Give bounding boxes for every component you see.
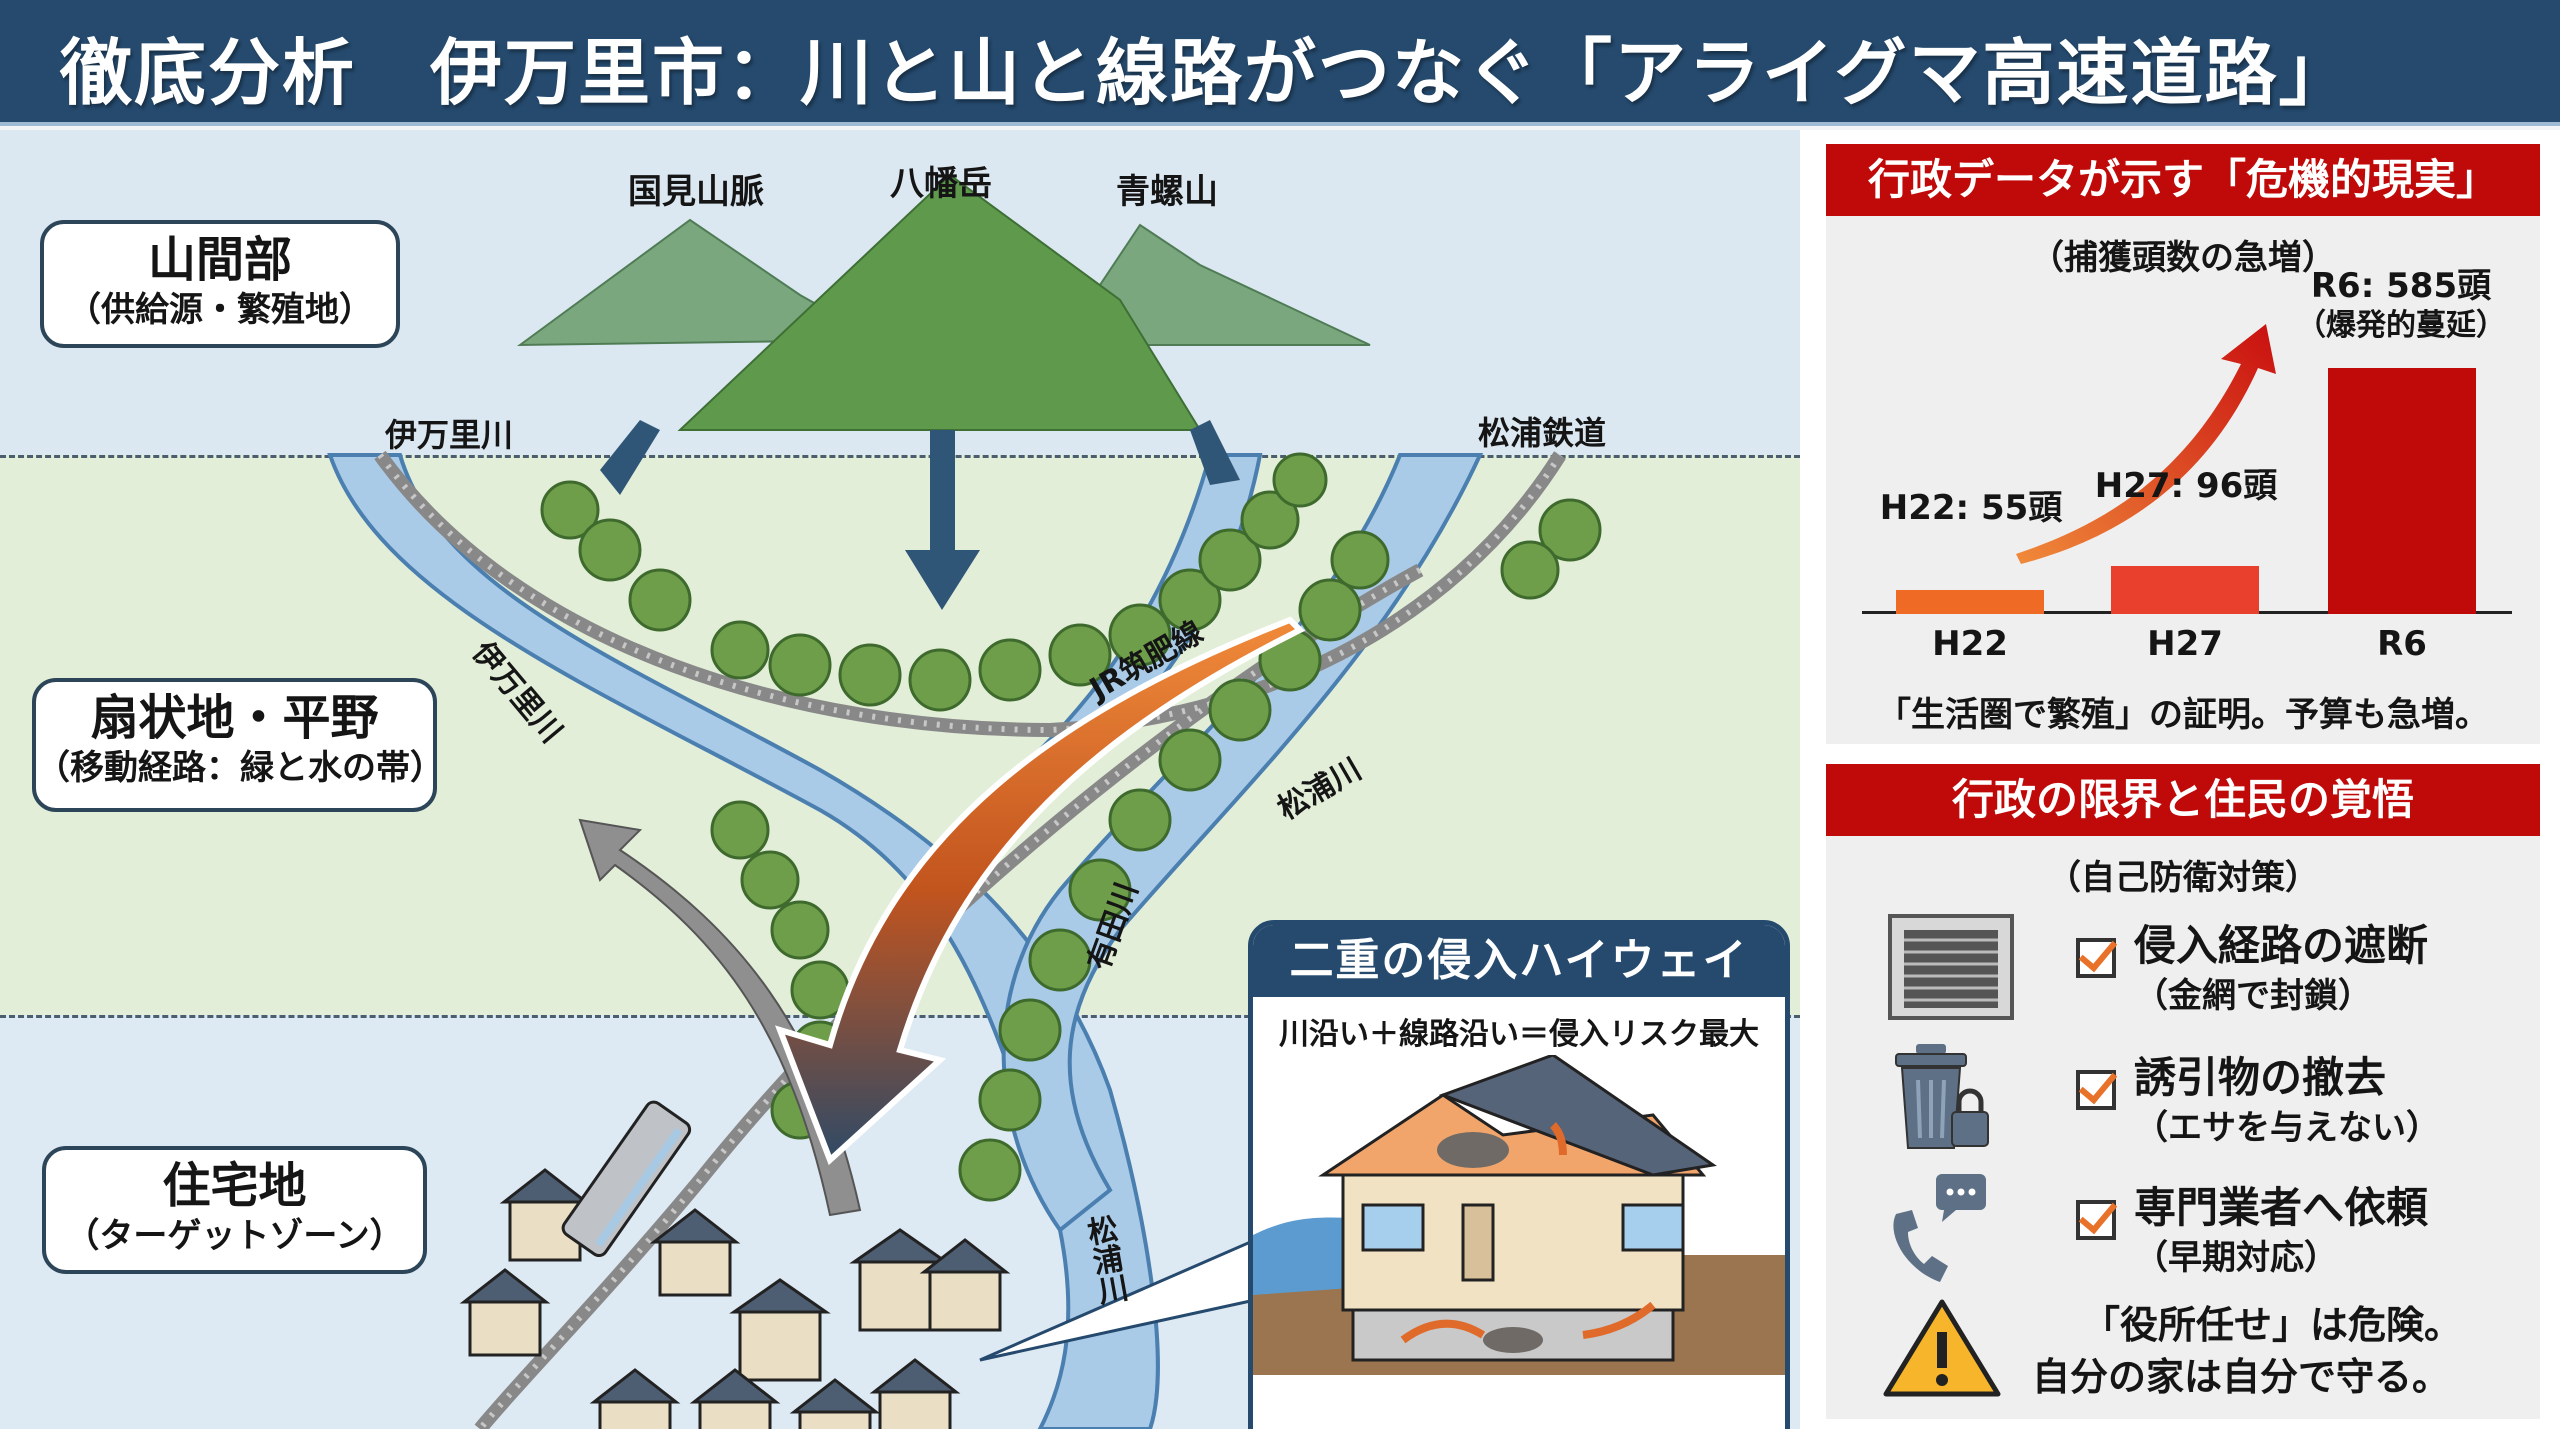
inset-subtitle: 川沿い＋線路沿い＝侵入リスク最大	[1279, 1017, 1759, 1052]
measure-note: （エサを与えない）	[2134, 1108, 2440, 1148]
x-tick-r6: R6	[2377, 624, 2427, 664]
zone-divider	[0, 455, 1800, 458]
measure-note: （金網で封鎖）	[2134, 976, 2372, 1016]
warning-line-1: 「役所任せ」は危険。	[2082, 1303, 2463, 1347]
measure-title: 誘引物の撤去	[2134, 1053, 2387, 1102]
mountain-label-hachiman: 八幡岳	[890, 164, 992, 204]
bar-label-r6: R6: 585頭	[2310, 266, 2492, 306]
page-title: 徹底分析 伊万里市：川と山と線路がつなぐ「アライグマ高速道路」	[60, 31, 2353, 115]
map-illustration: 山間部 （供給源・繁殖地） 扇状地・平野 （移動経路：緑と水の帯） 住宅地 （タ…	[0, 130, 1800, 1429]
zone-label-plain: 扇状地・平野 （移動経路：緑と水の帯）	[32, 678, 444, 812]
warning-box: 「役所任せ」は危険。 自分の家は自分で守る。	[1882, 1294, 2532, 1404]
measure-item: 侵入経路の遮断 （金網で封鎖）	[1886, 912, 2526, 1032]
warning-line-2: 自分の家は自分で守る。	[2032, 1355, 2451, 1399]
river-label-imari: 伊万里川	[385, 416, 514, 454]
right-panel: 行政データが示す「危機的現実」 （捕獲頭数の急増） H22: 55頭 H27: …	[1800, 130, 2560, 1429]
bar-note-r6: （爆発的蔓延）	[2296, 308, 2506, 343]
bar-label-h22: H22: 55頭	[1879, 488, 2063, 528]
data-card-header: 行政データが示す「危機的現実」	[1826, 144, 2540, 216]
mountain-label-seira: 青螺山	[1116, 172, 1218, 212]
measure-item: 誘引物の撤去 （エサを与えない）	[1886, 1044, 2526, 1164]
map-artwork	[327, 173, 1602, 1429]
bar-r6	[2328, 368, 2476, 614]
mountain-icon	[516, 173, 1371, 431]
measures-card: 行政の限界と住民の覚悟 （自己防衛対策） 侵入経路の遮断 （金網で封鎖）	[1826, 764, 2540, 1419]
zone-label-residential: 住宅地 （ターゲットゾーン）	[42, 1146, 427, 1274]
checkbox-checked-icon	[2076, 1070, 2116, 1110]
bar-label-h27: H27: 96頭	[2094, 466, 2278, 506]
data-card-subtitle: （捕獲頭数の急増）	[2030, 238, 2336, 278]
invasion-arrow-icon	[775, 616, 1306, 1166]
house-cross-section-icon	[1253, 1055, 1785, 1375]
house-icon	[459, 1168, 1011, 1429]
data-card: 行政データが示す「危機的現実」 （捕獲頭数の急増） H22: 55頭 H27: …	[1826, 144, 2540, 744]
bar-h27	[2111, 566, 2259, 614]
x-tick-h27: H27	[2147, 624, 2223, 664]
x-tick-h22: H22	[1932, 624, 2008, 664]
warning-triangle-icon	[1883, 1299, 2001, 1397]
measure-title: 侵入経路の遮断	[2134, 921, 2429, 970]
bar-h22	[1896, 590, 2044, 614]
capture-count-chart: H22: 55頭 H27: 96頭 R6: 585頭 （爆発的蔓延） H22 H…	[1826, 266, 2540, 674]
tree-band-icon	[540, 452, 1602, 1202]
measures-card-header: 行政の限界と住民の覚悟	[1826, 764, 2540, 836]
phone-chat-icon	[1893, 1174, 1986, 1282]
zone-label-mountain: 山間部 （供給源・繁殖地）	[40, 220, 400, 348]
inset-double-highway: 二重の侵入ハイウェイ 川沿い＋線路沿い＝侵入リスク最大 1月の夜：寒さと湿気を避…	[1248, 920, 1790, 1429]
mountain-label-kunimi: 国見山脈	[628, 172, 764, 212]
railway-label-matsura: 松浦鉄道	[1478, 414, 1607, 452]
arrow-icon	[600, 420, 1240, 610]
mesh-vent-icon	[1888, 914, 2014, 1020]
data-card-footer: 「生活圏で繁殖」の証明。予算も急増。	[1877, 695, 2489, 735]
locked-trash-icon	[1895, 1044, 1989, 1149]
measures-card-subtitle: （自己防衛対策）	[2047, 858, 2319, 898]
checkbox-checked-icon	[2076, 1200, 2116, 1240]
checkbox-checked-icon	[2076, 938, 2116, 978]
measure-note: （早期対応）	[2134, 1238, 2338, 1278]
inset-title: 二重の侵入ハイウェイ	[1253, 925, 1785, 997]
train-icon	[561, 1100, 692, 1258]
measure-item: 専門業者へ依頼 （早期対応）	[1886, 1174, 2526, 1294]
measure-title: 専門業者へ依頼	[2134, 1183, 2429, 1232]
page-header: 徹底分析 伊万里市：川と山と線路がつなぐ「アライグマ高速道路」	[0, 0, 2560, 126]
growth-arrow-icon	[2016, 324, 2276, 564]
